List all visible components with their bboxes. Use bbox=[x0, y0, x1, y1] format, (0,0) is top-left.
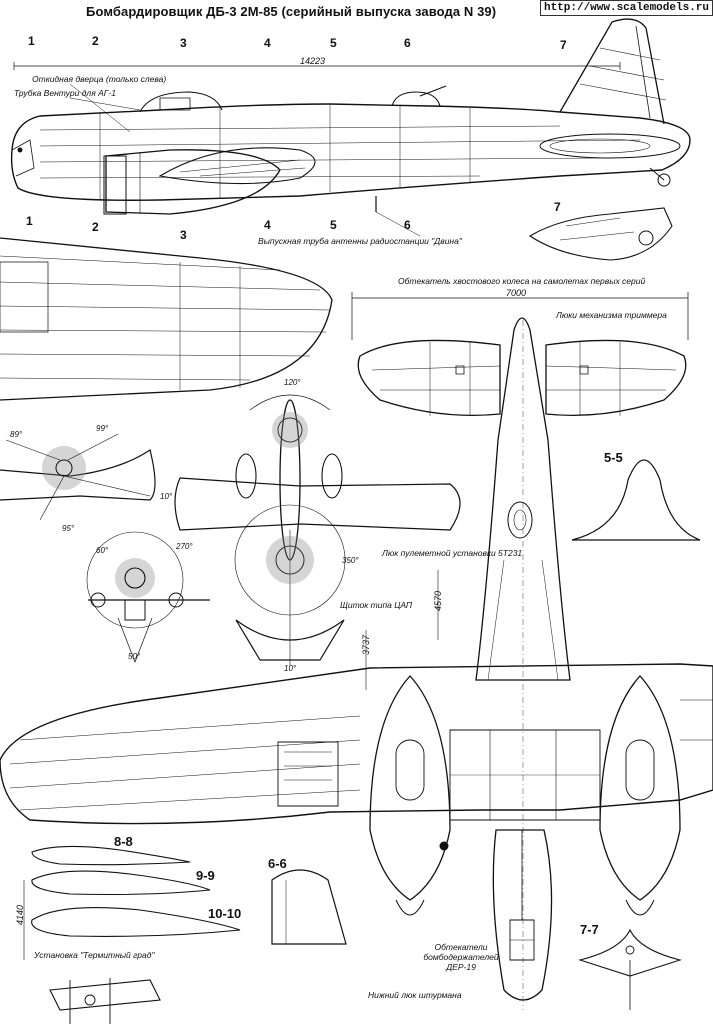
section-label-9-9: 9-9 bbox=[196, 868, 215, 883]
termite-installation-drawing bbox=[50, 978, 160, 1024]
station-top-5: 5 bbox=[330, 36, 337, 50]
callout-door: Откидная дверца (только слева) bbox=[32, 74, 167, 84]
airfoil-sections bbox=[32, 846, 240, 936]
tailwheel-fairing-detail bbox=[530, 208, 672, 260]
angle-50: 50° bbox=[128, 652, 141, 661]
stabilizer-plan bbox=[352, 292, 688, 416]
station-bottom-2: 2 bbox=[92, 220, 99, 234]
dim-left-edge: 4140 bbox=[15, 904, 26, 926]
angle-350: 350° bbox=[342, 556, 359, 565]
section-label-5-5: 5-5 bbox=[604, 450, 623, 465]
station-top-3: 3 bbox=[180, 36, 187, 50]
station-top-7: 7 bbox=[560, 38, 567, 52]
callout-trimmer-hatches: Люки механизма триммера bbox=[556, 310, 667, 320]
section-label-7-7: 7-7 bbox=[580, 922, 599, 937]
station-top-6: 6 bbox=[404, 36, 411, 50]
callout-antenna: Выпускная труба антенны радиостанции "Дв… bbox=[258, 236, 462, 246]
station-bottom-3: 3 bbox=[180, 228, 187, 242]
callout-gun-hatch: Люк пулеметной установки 5Т231 bbox=[382, 548, 523, 558]
section-5-5-drawing bbox=[572, 460, 700, 540]
wing-upper-partial bbox=[0, 238, 332, 400]
dim-fuselage-length: 14223 bbox=[300, 56, 326, 66]
angle-10-front: 10° bbox=[284, 664, 297, 673]
station-bottom-7: 7 bbox=[554, 200, 561, 214]
station-bottom-6: 6 bbox=[404, 218, 411, 232]
section-7-7-drawing bbox=[580, 930, 680, 1010]
watermark-link[interactable]: http://www.scalemodels.ru bbox=[539, 0, 713, 16]
rear-gunner-view bbox=[0, 434, 210, 662]
angle-89: 89° bbox=[10, 430, 23, 439]
angle-270: 270° bbox=[176, 542, 193, 551]
dim-3737: 3737 bbox=[361, 634, 372, 656]
angle-10-rear: 10° bbox=[160, 492, 173, 501]
firing-front-view bbox=[175, 395, 460, 666]
station-top-2: 2 bbox=[92, 34, 99, 48]
drawing-title: Бомбардировщик ДБ-3 2М-85 (серийный выпу… bbox=[86, 4, 497, 19]
callout-flap: Щиток типа ЦАП bbox=[340, 600, 413, 610]
angle-60: 60° bbox=[96, 546, 109, 555]
station-bottom-5: 5 bbox=[330, 218, 337, 232]
section-label-10-10: 10-10 bbox=[208, 906, 242, 921]
dim-stabilizer-span: 7000 bbox=[506, 288, 527, 298]
section-label-8-8: 8-8 bbox=[114, 834, 133, 849]
angle-95: 95° bbox=[62, 524, 75, 533]
side-view bbox=[12, 19, 690, 236]
callout-bomb-fairings: Обтекатели бомбодержателей ДЕР-19 bbox=[423, 942, 499, 972]
station-top-4: 4 bbox=[264, 36, 271, 50]
station-bottom-4: 4 bbox=[264, 218, 271, 232]
section-6-6-drawing bbox=[272, 870, 346, 944]
station-bottom-1: 1 bbox=[26, 214, 33, 228]
section-label-6-6: 6-6 bbox=[268, 856, 287, 871]
callout-venturi: Трубка Вентури для АГ-1 bbox=[14, 88, 116, 98]
callout-tailwheel-fairing: Обтекатель хвостового колеса на самолета… bbox=[398, 276, 646, 286]
plan-view bbox=[0, 318, 713, 1010]
dim-4570: 4570 bbox=[433, 590, 444, 612]
angle-120: 120° bbox=[284, 378, 301, 387]
callout-termite: Установка "Термитный град" bbox=[34, 950, 155, 960]
angle-99: 99° bbox=[96, 424, 109, 433]
callout-navigator-hatch: Нижний люк штурмана bbox=[368, 990, 462, 1000]
station-top-1: 1 bbox=[28, 34, 35, 48]
